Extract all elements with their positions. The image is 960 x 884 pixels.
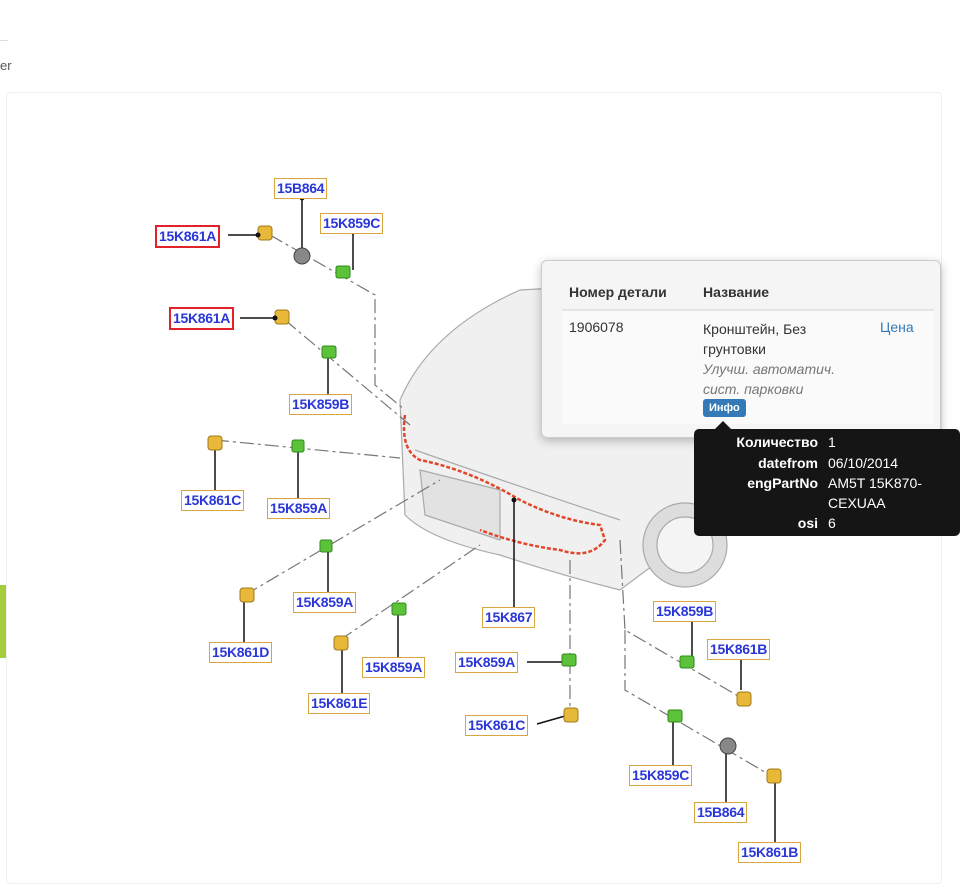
- sidebar-green-button[interactable]: [0, 585, 6, 658]
- info-button[interactable]: Инфо: [703, 399, 746, 417]
- tooltip-key: osi: [797, 515, 818, 531]
- part-note-line: сист. парковки: [703, 381, 804, 397]
- part-label[interactable]: 15K859B: [289, 394, 353, 415]
- part-popover: Номер детали Название 1906078 Кронштейн,…: [541, 260, 941, 438]
- harness-wire: [402, 414, 607, 555]
- sensor-icon: [333, 635, 349, 651]
- tooltip-key: Количество: [736, 434, 818, 450]
- header-name: Название: [703, 284, 770, 300]
- part-label[interactable]: 15K861D: [209, 642, 273, 663]
- part-label[interactable]: 15K859A: [267, 498, 331, 519]
- sensor-icon: [766, 768, 782, 784]
- part-label[interactable]: 15K859A: [293, 592, 357, 613]
- part-name-line: Кронштейн, Без: [703, 321, 807, 337]
- price-link[interactable]: Цена: [880, 319, 914, 335]
- sensor-icon: [207, 435, 223, 451]
- sidebar-divider: [0, 40, 8, 41]
- part-label[interactable]: 15K861B: [738, 842, 802, 863]
- part-label[interactable]: 15K859C: [629, 765, 693, 786]
- part-label[interactable]: 15K861C: [465, 715, 529, 736]
- info-tooltip: Количество 1 datefrom 06/10/2014 engPart…: [694, 429, 960, 536]
- part-label[interactable]: 15K859C: [320, 213, 384, 234]
- clip-icons: [291, 265, 695, 723]
- part-label[interactable]: 15K859A: [455, 652, 519, 673]
- part-label-highlighted[interactable]: 15K861A: [169, 307, 235, 330]
- part-label[interactable]: 15K861E: [308, 693, 371, 714]
- part-name-line: грунтовки: [703, 341, 766, 357]
- sidebar-partial-text: er: [0, 58, 12, 73]
- part-label[interactable]: 15B864: [274, 178, 328, 199]
- grommet-icons: [293, 247, 737, 755]
- part-label[interactable]: 15K867: [482, 607, 536, 628]
- part-label[interactable]: 15K861C: [181, 490, 245, 511]
- tooltip-value: AM5T 15K870-: [828, 475, 922, 491]
- part-label[interactable]: 15B864: [694, 802, 748, 823]
- part-label[interactable]: 15K861B: [707, 639, 771, 660]
- tooltip-key: datefrom: [758, 455, 818, 471]
- part-name: Кронштейн, Без грунтовки Улучш. автомати…: [703, 319, 835, 399]
- tooltip-value: 06/10/2014: [828, 455, 899, 471]
- tooltip-value: 1: [828, 434, 836, 450]
- part-row: [562, 309, 934, 424]
- tooltip-arrow: [715, 421, 731, 429]
- sensor-icon: [257, 225, 273, 241]
- tooltip-key: engPartNo: [747, 475, 818, 491]
- part-label[interactable]: 15K859B: [653, 601, 717, 622]
- header-part-number: Номер детали: [569, 284, 667, 300]
- sensor-icon: [563, 707, 579, 723]
- sensor-icon: [239, 587, 255, 603]
- tooltip-value: CEXUAA: [828, 495, 886, 511]
- part-label-highlighted[interactable]: 15K861A: [155, 225, 221, 248]
- part-note-line: Улучш. автоматич.: [703, 361, 836, 377]
- part-label[interactable]: 15K859A: [362, 657, 426, 678]
- sensor-icon: [736, 691, 752, 707]
- sensor-icons: [207, 225, 782, 784]
- tooltip-value: 6: [828, 515, 836, 531]
- part-number: 1906078: [569, 319, 624, 335]
